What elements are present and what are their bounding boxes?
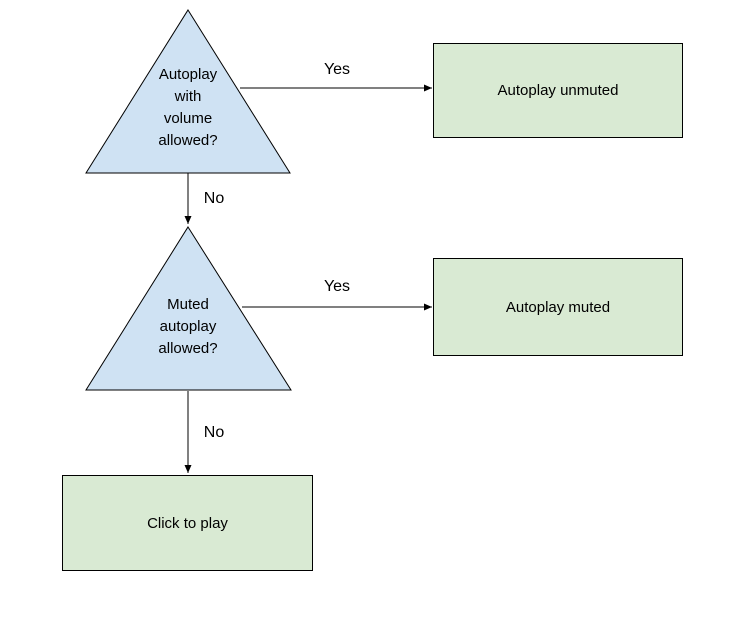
edge-label-yes-1: Yes: [323, 61, 351, 78]
result-box-autoplay-unmuted: Autoplay unmuted: [433, 43, 683, 138]
result-label-autoplay-muted: Autoplay muted: [505, 298, 611, 316]
edge-label-no-1: No: [203, 190, 225, 207]
result-label-click-to-play: Click to play: [147, 514, 228, 532]
decision-label-muted-autoplay: Muted autoplay allowed?: [158, 296, 218, 357]
edge-label-yes-2: Yes: [323, 278, 351, 295]
decision-triangle-muted-autoplay: [85, 226, 292, 391]
result-label-autoplay-unmuted: Autoplay unmuted: [497, 82, 619, 99]
result-box-click-to-play: Click to play: [62, 475, 313, 571]
decision-label-autoplay-with-volume: Autoplay with volume allowed?: [158, 66, 218, 149]
edge-label-no-2: No: [203, 424, 225, 441]
result-box-autoplay-muted: Autoplay muted: [433, 258, 683, 356]
